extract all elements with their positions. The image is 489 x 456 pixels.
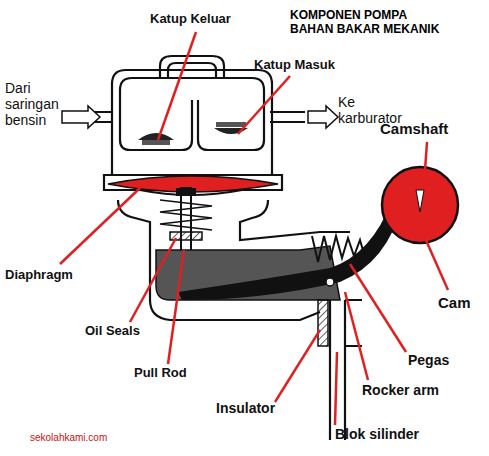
leader-line bbox=[238, 76, 290, 134]
leader-lines bbox=[60, 32, 448, 425]
lower-body-right bbox=[240, 200, 350, 240]
inlet-arrow bbox=[62, 106, 100, 128]
outlet-valve bbox=[138, 133, 174, 145]
part-label: Insulator bbox=[216, 400, 275, 416]
leader-line bbox=[345, 292, 368, 380]
rocker-arm bbox=[178, 200, 402, 300]
flow-label: Dari saringan bensin bbox=[5, 80, 67, 128]
cover-bridge bbox=[160, 56, 224, 78]
leader-line bbox=[335, 352, 337, 425]
diagram-title: KOMPONEN POMPA BAHAN BAKAR MEKANIK bbox=[290, 8, 442, 37]
part-label: Camshaft bbox=[380, 120, 448, 137]
top-cover-inner bbox=[120, 78, 264, 100]
part-label: Pull Rod bbox=[134, 366, 187, 381]
part-label: Oil Seals bbox=[85, 324, 140, 339]
leader-line bbox=[158, 32, 196, 140]
leader-line bbox=[424, 142, 427, 184]
part-label: Blok silinder bbox=[335, 426, 419, 442]
leader-line bbox=[168, 250, 184, 364]
inlet-chamber bbox=[198, 100, 264, 150]
part-label: Cam bbox=[438, 294, 471, 311]
watermark: sekolahkami.com bbox=[30, 432, 107, 444]
rocker-spring bbox=[312, 236, 364, 262]
leader-line bbox=[130, 238, 176, 322]
part-label: Diaphragm bbox=[5, 268, 73, 283]
leader-line bbox=[425, 238, 448, 290]
part-label: Pegas bbox=[408, 352, 449, 368]
leader-line bbox=[60, 188, 140, 264]
rocker-pivot bbox=[326, 278, 334, 286]
pull-rod-head bbox=[176, 188, 196, 196]
valve-label: Katup Keluar bbox=[150, 12, 231, 27]
outlet-chamber bbox=[120, 100, 192, 150]
outlet-arrow bbox=[308, 106, 338, 128]
part-label: Rocker arm bbox=[362, 382, 439, 398]
diaphragm-spring bbox=[160, 200, 212, 230]
leader-line bbox=[275, 330, 320, 402]
outlet-pipe bbox=[270, 112, 305, 122]
valve-label: Katup Masuk bbox=[254, 58, 335, 73]
insulator bbox=[318, 300, 328, 346]
camshaft-key bbox=[416, 190, 424, 212]
cover-bridge-inner bbox=[168, 63, 216, 78]
camshaft bbox=[382, 167, 458, 243]
cylinder-block bbox=[330, 300, 345, 440]
top-cover bbox=[112, 70, 272, 100]
housing-sides bbox=[112, 100, 272, 175]
